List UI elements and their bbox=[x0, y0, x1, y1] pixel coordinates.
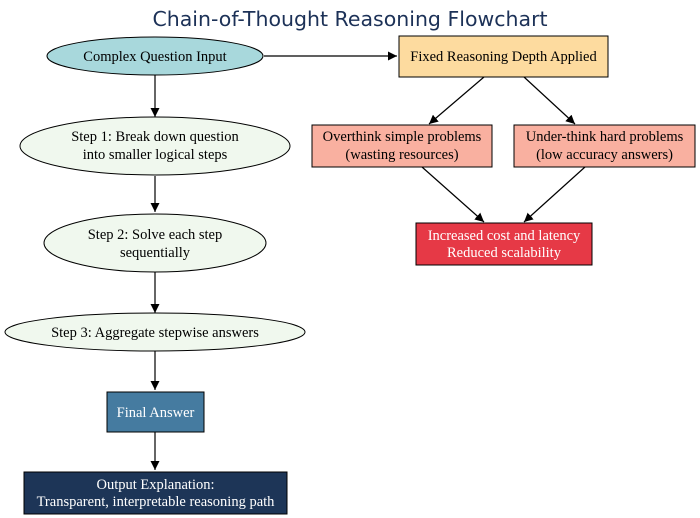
node-label-line2: sequentially bbox=[120, 245, 191, 261]
node-label: Complex Question Input bbox=[83, 49, 226, 65]
node-label: Final Answer bbox=[117, 405, 195, 421]
node-shape bbox=[19, 116, 291, 176]
node-shape bbox=[46, 36, 264, 76]
node-label-line2: into smaller logical steps bbox=[83, 147, 228, 163]
node-output-explanation: Output Explanation: Transparent, interpr… bbox=[23, 471, 288, 515]
node-label-line1: Overthink simple problems bbox=[323, 129, 482, 145]
node-label-line2: Reduced scalability bbox=[447, 245, 562, 261]
node-final-answer: Final Answer bbox=[106, 391, 205, 433]
node-increased-cost: Increased cost and latency Reduced scala… bbox=[415, 222, 593, 266]
edge-underthink-to-cost bbox=[523, 166, 586, 223]
node-shape bbox=[513, 124, 696, 168]
node-label-line2: (wasting resources) bbox=[345, 147, 458, 163]
node-shape bbox=[43, 213, 267, 273]
node-shape bbox=[398, 35, 609, 78]
node-shape bbox=[106, 391, 205, 433]
node-label-line2: Transparent, interpretable reasoning pat… bbox=[37, 494, 276, 510]
diagram-title: Chain-of-Thought Reasoning Flowchart bbox=[152, 7, 547, 31]
node-shape bbox=[311, 124, 493, 168]
edge-fixed-to-overthink bbox=[428, 76, 485, 125]
node-label-line1: Output Explanation: bbox=[97, 477, 215, 493]
node-shape bbox=[4, 312, 306, 352]
edges bbox=[150, 51, 586, 470]
node-label-line1: Increased cost and latency bbox=[428, 228, 581, 244]
node-label-line1: Step 1: Break down question bbox=[71, 129, 239, 145]
node-overthink: Overthink simple problems (wasting resou… bbox=[311, 124, 493, 168]
edge-fixed-to-underthink bbox=[523, 76, 576, 125]
node-shape bbox=[415, 222, 593, 266]
edge-overthink-to-cost bbox=[421, 166, 485, 223]
node-step1: Step 1: Break down question into smaller… bbox=[19, 116, 291, 176]
node-label-line1: Under-think hard problems bbox=[526, 129, 684, 145]
node-label: Fixed Reasoning Depth Applied bbox=[410, 49, 597, 65]
node-step2: Step 2: Solve each step sequentially bbox=[43, 213, 267, 273]
node-shape bbox=[23, 471, 288, 515]
node-fixed-reasoning-depth: Fixed Reasoning Depth Applied bbox=[398, 35, 609, 78]
node-step3: Step 3: Aggregate stepwise answers bbox=[4, 312, 306, 352]
node-label-line1: Step 2: Solve each step bbox=[88, 227, 223, 243]
node-complex-question-input: Complex Question Input bbox=[46, 36, 264, 76]
node-underthink: Under-think hard problems (low accuracy … bbox=[513, 124, 696, 168]
node-label: Step 3: Aggregate stepwise answers bbox=[51, 325, 259, 341]
node-label-line2: (low accuracy answers) bbox=[536, 147, 673, 163]
